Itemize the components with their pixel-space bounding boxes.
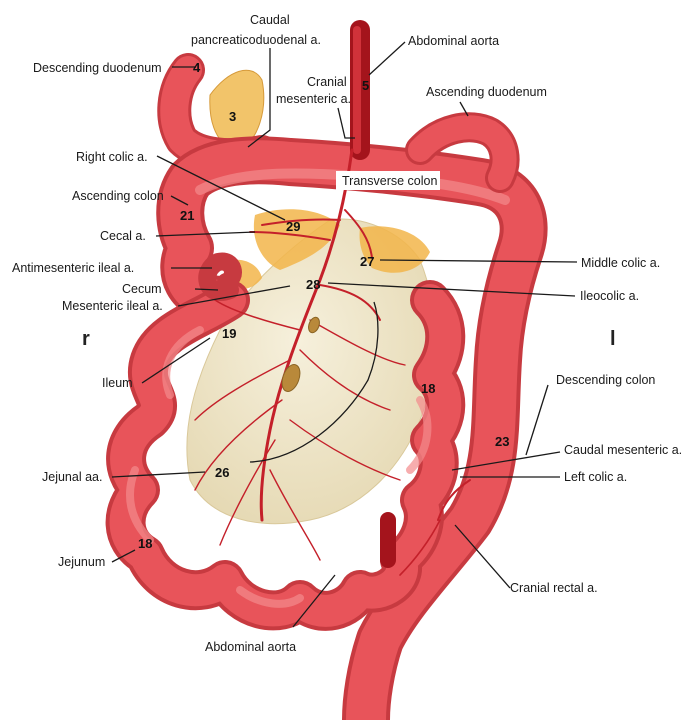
cecum-label: Cecum [122, 282, 162, 296]
orientation-right: r [82, 328, 90, 350]
descending-colon-label: Descending colon [556, 373, 655, 387]
jejunal-aa-label: Jejunal aa. [42, 470, 102, 484]
reference-numbers: 4 3 5 21 29 27 28 19 18 23 26 18 [138, 60, 509, 551]
cranial-rectal-label: Cranial rectal a. [510, 581, 598, 595]
number-3: 3 [229, 109, 236, 124]
arteries [194, 148, 471, 576]
antimesenteric-ileal-label: Antimesenteric ileal a. [12, 261, 134, 275]
cecal-label: Cecal a. [100, 229, 146, 243]
pancreas [209, 69, 265, 151]
ileum-label: Ileum [102, 376, 133, 390]
ileocolic-label: Ileocolic a. [580, 289, 639, 303]
orientation-left: l [610, 328, 616, 350]
caudal-mesenteric-label: Caudal mesenteric a. [564, 443, 682, 457]
number-21: 21 [180, 208, 194, 223]
number-27: 27 [360, 254, 374, 269]
right-colic-label: Right colic a. [76, 150, 148, 164]
cranial-mesenteric-label-2: mesenteric a. [276, 92, 351, 106]
number-5: 5 [362, 78, 369, 93]
abdominal-aorta-bottom-label: Abdominal aorta [205, 640, 296, 654]
caudal-pancreaticoduodenal-label-2: pancreaticoduodenal a. [191, 33, 321, 47]
number-26: 26 [215, 465, 229, 480]
number-4: 4 [193, 60, 201, 75]
descending-duodenum-label: Descending duodenum [33, 61, 162, 75]
number-18-right: 18 [421, 381, 435, 396]
transverse-colon-label: Transverse colon [342, 174, 437, 188]
leader-lines [111, 41, 578, 628]
abdominal-aorta-top-label: Abdominal aorta [408, 34, 499, 48]
caudal-pancreaticoduodenal-label-1: Caudal [250, 13, 290, 27]
lymph-node [281, 364, 301, 392]
cranial-mesenteric-label-1: Cranial [307, 75, 347, 89]
jejunum-label: Jejunum [58, 555, 105, 569]
number-28: 28 [306, 277, 320, 292]
cecum [198, 252, 242, 301]
transverse-colon-box [336, 171, 440, 190]
mesenteric-fat [224, 209, 430, 290]
left-colic-label: Left colic a. [564, 470, 627, 484]
number-23: 23 [495, 434, 509, 449]
ascending-colon-label: Ascending colon [72, 189, 164, 203]
lymph-node [308, 316, 320, 334]
ascending-duodenum-label: Ascending duodenum [426, 85, 547, 99]
mesenteric-ileal-label: Mesenteric ileal a. [62, 299, 163, 313]
number-18-left: 18 [138, 536, 152, 551]
labels: Caudal pancreaticoduodenal a. Abdominal … [12, 13, 682, 654]
number-29: 29 [286, 219, 300, 234]
middle-colic-label: Middle colic a. [581, 256, 660, 270]
number-19: 19 [222, 326, 236, 341]
